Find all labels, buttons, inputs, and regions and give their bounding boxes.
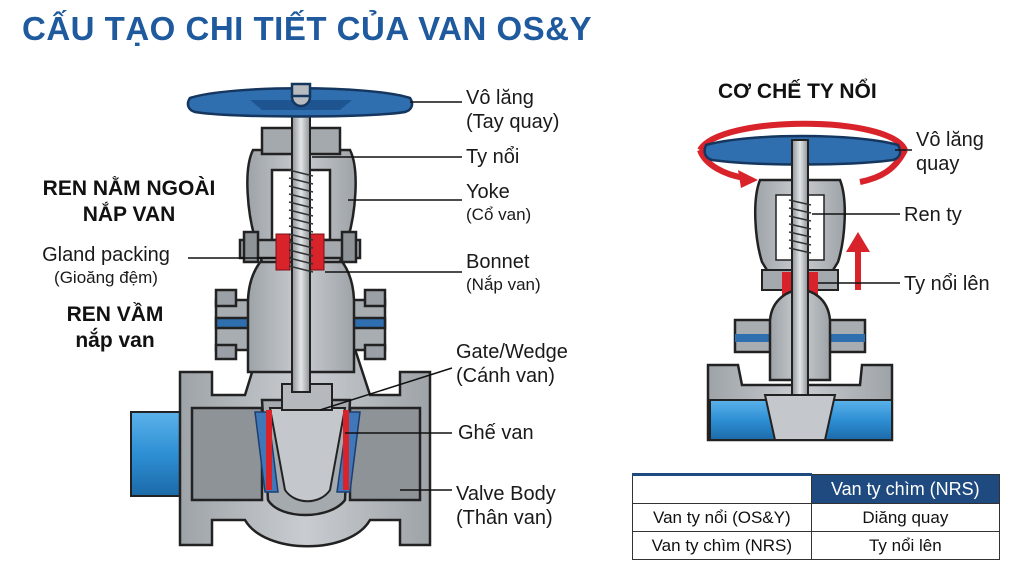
table-cell: Diăng quay	[810, 503, 1001, 532]
mech-label-handwheel-2: quay	[916, 153, 960, 175]
label-gate-vi: (Cánh van)	[456, 365, 555, 387]
table-row: Van ty chìm (NRS) Ty nổi lên	[632, 531, 1001, 560]
page-title: CẤU TẠO CHI TIẾT CỦA VAN OS&Y	[22, 10, 593, 47]
mechanism-diagram	[697, 120, 912, 442]
comparison-table: Van ty chìm (NRS) Van ty nổi (OS&Y) Diăn…	[632, 473, 1001, 560]
label-ren-nam-ngoai-2: NẮP VAN	[82, 203, 176, 226]
table-cell: Van ty chìm (NRS)	[632, 531, 812, 560]
handwheel	[186, 82, 414, 118]
leader-lines	[188, 101, 462, 491]
label-valve-body-vi: (Thân van)	[456, 507, 553, 529]
table-cell: Van ty nổi (OS&Y)	[632, 503, 812, 532]
label-handwheel-vi: (Tay quay)	[466, 111, 560, 133]
label-seat: Ghế van	[458, 422, 534, 444]
mech-label-rising: Ty nổi lên	[904, 273, 990, 295]
mech-label-thread: Ren ty	[904, 204, 962, 226]
table-header-cell: Van ty chìm (NRS)	[810, 474, 1001, 504]
label-gate: Gate/Wedge	[456, 341, 568, 363]
label-yoke-vi: (Cổ van)	[466, 205, 532, 224]
label-yoke: Yoke	[466, 181, 510, 203]
table-cell: Ty nổi lên	[810, 531, 1001, 560]
label-ren-vam-2: nắp van	[75, 329, 155, 352]
label-valve-body: Valve Body	[456, 483, 556, 505]
label-handwheel: Vô lăng	[466, 87, 534, 109]
table-header-cell	[632, 473, 812, 504]
mech-label-handwheel: Vô lăng	[916, 129, 984, 151]
label-ren-vam: REN VẦM	[66, 303, 164, 326]
label-bonnet-vi: (Nắp van)	[466, 275, 541, 294]
label-ren-nam-ngoai: REN NẰM NGOÀI	[42, 177, 216, 200]
rising-stem	[288, 91, 314, 393]
label-stem: Ty nổi	[466, 146, 520, 168]
label-bonnet: Bonnet	[466, 251, 530, 273]
label-gland-packing-vi: (Gioăng đệm)	[54, 268, 158, 287]
label-gland-packing: Gland packing	[42, 244, 170, 266]
mechanism-title: CƠ CHẾ TY NỔI	[718, 80, 877, 103]
table-row: Van ty nổi (OS&Y) Diăng quay	[632, 503, 1001, 532]
table-header-row: Van ty chìm (NRS)	[632, 473, 1001, 504]
